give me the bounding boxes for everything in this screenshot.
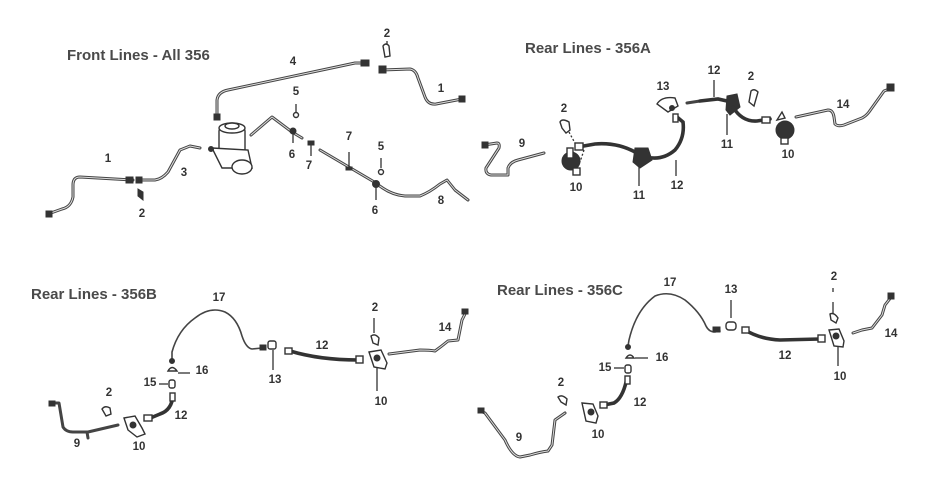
section-title-rear-356b: Rear Lines - 356B: [31, 286, 157, 303]
callout-number: 5: [292, 86, 300, 98]
callout-number: 4: [289, 56, 297, 68]
callout-number: 9: [515, 432, 523, 444]
callout-number: 2: [105, 387, 113, 399]
callout-number: 14: [836, 99, 850, 111]
callout-number: 5: [377, 141, 385, 153]
rear-356b-drawing: [48, 308, 469, 440]
callout-number: 13: [656, 81, 670, 93]
callout-number: 11: [632, 190, 646, 202]
callout-number: 2: [138, 208, 146, 220]
callout-number: 17: [663, 277, 677, 289]
callout-number: 12: [778, 350, 792, 362]
master-cylinder: [208, 122, 253, 175]
callout-number: 1: [437, 83, 445, 95]
callout-number: 1: [104, 153, 112, 165]
callout-number: 14: [884, 328, 898, 340]
callout-number: 12: [315, 340, 329, 352]
callout-number: 15: [143, 377, 157, 389]
callout-number: 9: [73, 438, 81, 450]
callout-number: 13: [268, 374, 282, 386]
callout-number: 8: [437, 195, 445, 207]
rear-356c-drawing: [477, 288, 895, 459]
callout-number: 10: [132, 441, 146, 453]
callout-number: 7: [305, 160, 313, 172]
callout-number: 12: [670, 180, 684, 192]
callout-number: 10: [833, 371, 847, 383]
callout-number: 2: [557, 377, 565, 389]
callout-number: 17: [212, 292, 226, 304]
callout-number: 15: [598, 362, 612, 374]
section-title-rear-356a: Rear Lines - 356A: [525, 40, 651, 57]
callout-number: 2: [383, 28, 391, 40]
callout-number: 13: [724, 284, 738, 296]
callout-number: 2: [830, 271, 838, 283]
section-title-front: Front Lines - All 356: [67, 47, 210, 64]
callout-number: 9: [518, 138, 526, 150]
callout-number: 7: [345, 131, 353, 143]
rear-356a-drawing: [481, 80, 895, 186]
callout-number: 10: [374, 396, 388, 408]
callout-number: 6: [371, 205, 379, 217]
callout-number: 12: [707, 65, 721, 77]
section-title-rear-356c: Rear Lines - 356C: [497, 282, 623, 299]
callout-number: 16: [655, 352, 669, 364]
callout-number: 2: [560, 103, 568, 115]
callout-number: 2: [747, 71, 755, 83]
callout-number: 11: [720, 139, 734, 151]
callout-number: 12: [633, 397, 647, 409]
callout-number: 10: [569, 182, 583, 194]
callout-number: 10: [781, 149, 795, 161]
callout-number: 12: [174, 410, 188, 422]
callout-number: 6: [288, 149, 296, 161]
callout-number: 2: [371, 302, 379, 314]
callout-number: 10: [591, 429, 605, 441]
front-lines-drawing: [45, 41, 470, 218]
callout-number: 3: [180, 167, 188, 179]
callout-number: 16: [195, 365, 209, 377]
callout-number: 14: [438, 322, 452, 334]
